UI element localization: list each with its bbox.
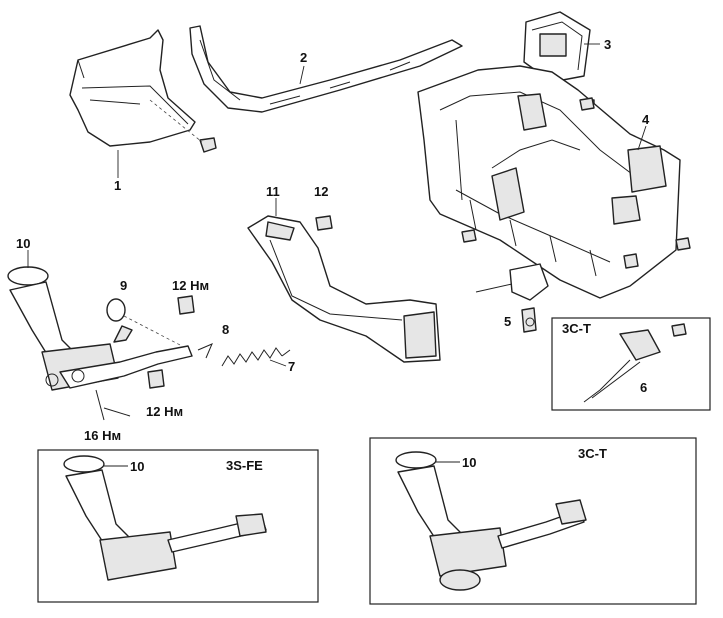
torque-lower: 12 Нм [146, 404, 183, 419]
callout-4-leader [637, 125, 647, 151]
inset-bottom-right-label: 3C-T [578, 446, 607, 461]
inset-bottom-right-3ct [369, 437, 697, 605]
inset-bottom-right-callout: 10 [462, 455, 476, 470]
part-1-lower-cover [69, 29, 217, 153]
part-2-trim-strip [189, 25, 463, 113]
inset-bottom-left-callout: 10 [130, 459, 144, 474]
callout-2-leader [299, 65, 305, 85]
callout-7-leader [269, 359, 287, 367]
callout-3: 3 [604, 37, 611, 52]
torque-pipe: 16 Нм [84, 428, 121, 443]
inset-bottom-right-cylinder [395, 451, 587, 591]
part-10-master-cylinder [7, 266, 193, 421]
part-8-pin [197, 343, 213, 359]
torque-upper: 12 Нм [172, 278, 209, 293]
part-9-bushing [106, 298, 183, 347]
callout-5: 5 [504, 314, 511, 329]
callout-1: 1 [114, 178, 121, 193]
part-11-air-duct [247, 215, 441, 363]
upper-nut [177, 295, 195, 315]
callout-12: 12 [314, 184, 328, 199]
inset-right-callout: 6 [640, 380, 647, 395]
part-7-spring [221, 347, 291, 367]
inset-bottom-left-3sfe [37, 449, 319, 603]
inset-bottom-left-cylinder [63, 455, 267, 581]
part-4-lower-panel [417, 65, 691, 299]
callout-9: 9 [120, 278, 127, 293]
callout-10: 10 [16, 236, 30, 251]
inset-right-label: 3C-T [562, 321, 591, 336]
callout-8: 8 [222, 322, 229, 337]
inset-right-assembly [583, 323, 687, 403]
part-5-cable-clip [475, 263, 549, 333]
lower-nut [147, 369, 165, 389]
part-12-clip [315, 215, 333, 231]
callout-7: 7 [288, 359, 295, 374]
inset-bottom-left-label: 3S-FE [226, 458, 263, 473]
callout-4: 4 [642, 112, 650, 127]
callout-11: 11 [266, 184, 280, 199]
callout-2: 2 [300, 50, 307, 65]
inset-right-3ct [551, 317, 711, 411]
